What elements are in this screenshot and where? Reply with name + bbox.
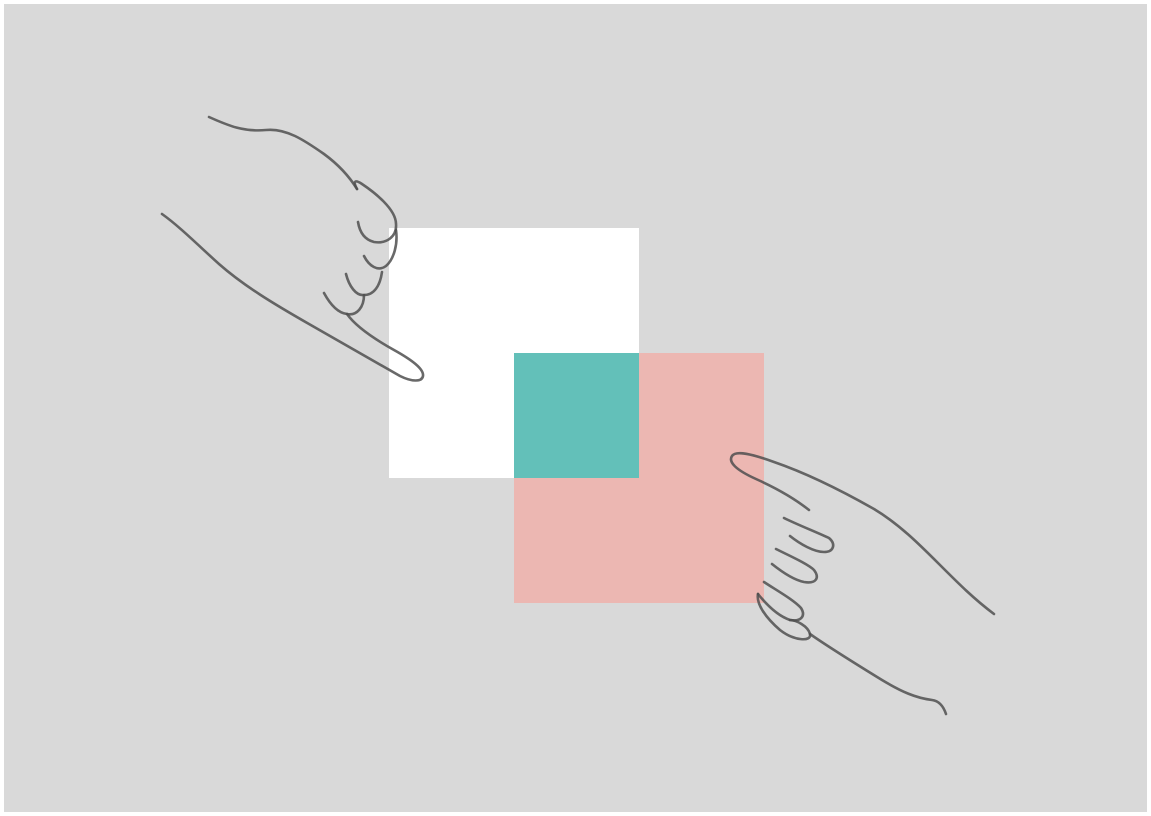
hands-drawing (160, 115, 996, 716)
illustration-canvas (4, 4, 1147, 812)
overlap-teal-square (514, 353, 639, 478)
upper-left-hand-icon (160, 115, 425, 382)
lower-right-hand-icon (729, 451, 996, 716)
